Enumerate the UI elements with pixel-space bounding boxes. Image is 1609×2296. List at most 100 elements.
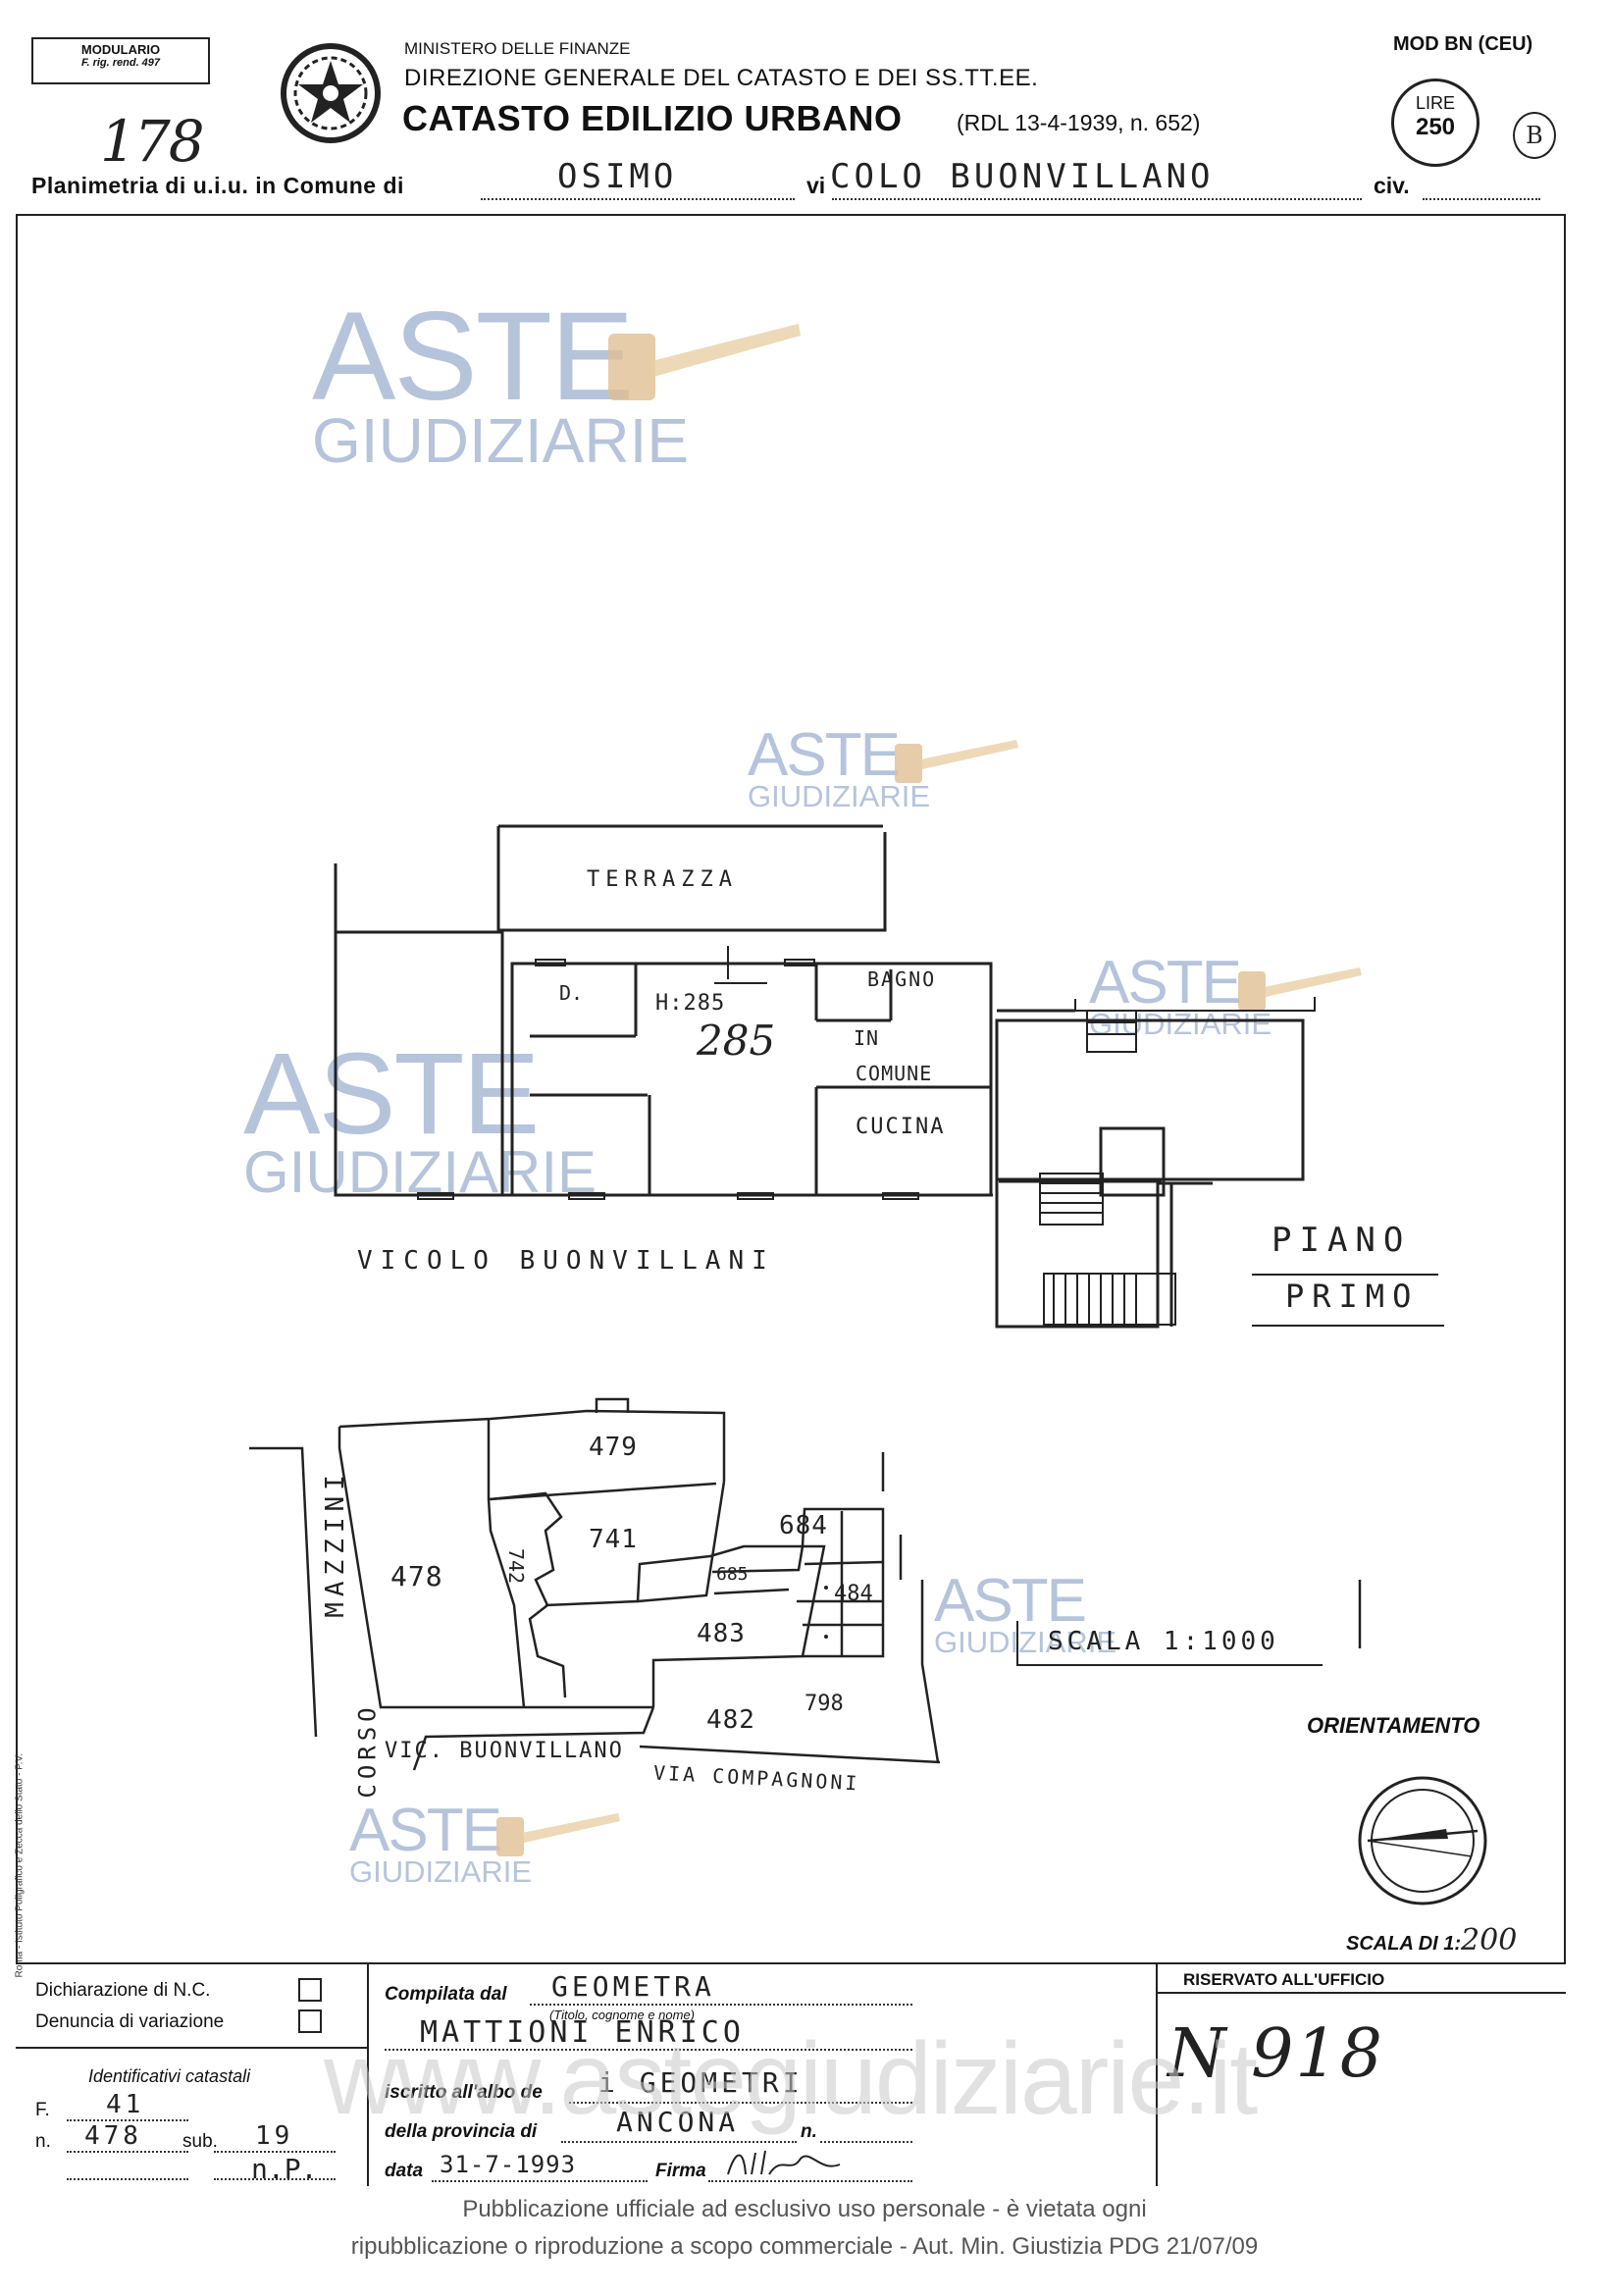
cadastral-map (249, 1397, 1362, 1771)
watermark-aste: ASTE (243, 1029, 540, 1159)
watermark-giudiziarie: GIUDIZIARIE (243, 1139, 597, 1206)
sub-line (214, 2151, 336, 2153)
parcel-685: 685 (716, 1564, 749, 1585)
floor-plan (334, 824, 1316, 1329)
parcel-483: 483 (697, 1619, 746, 1648)
drawing-scale-prefix: SCALA DI 1: (1346, 1933, 1462, 1955)
form-divider-2 (1156, 1962, 1158, 2186)
compilata-line (530, 2004, 912, 2006)
riservato-label: RISERVATO ALL'UFFICIO (1183, 1970, 1385, 1989)
data-line (432, 2180, 648, 2182)
iscritto-label: iscritto all'albo de (385, 2082, 543, 2103)
lire-stamp: LIRE 250 (1391, 78, 1479, 167)
modulario-box: MODULARIO F. rig. rend. 497 (31, 37, 210, 84)
data-label: data (385, 2161, 424, 2181)
lire-value: 250 (1415, 114, 1456, 140)
watermark-giudiziarie: GIUDIZIARIE (312, 405, 690, 477)
primo-label: PRIMO (1285, 1278, 1420, 1315)
dichiarazione-label: Dichiarazione di N.C. (35, 1980, 211, 2001)
republic-emblem-icon (281, 43, 381, 143)
provincia-value: ANCONA (616, 2106, 740, 2138)
footer-line-2: ripubblicazione o riproduzione a scopo c… (350, 2233, 1259, 2260)
parcel-484: 484 (834, 1582, 873, 1606)
neighbor-wall (334, 863, 512, 1197)
n-line (67, 2151, 188, 2153)
street-label: VICOLO BUONVILLANI (357, 1246, 775, 1276)
civ-line (1423, 198, 1540, 200)
gavel-icon (895, 740, 1018, 783)
compilata-label: Compilata dal (385, 1984, 507, 2005)
map-scale-box: SCALA 1:1000 (1016, 1621, 1323, 1666)
denuncia-label: Denuncia di variazione (35, 2011, 225, 2032)
dichiarazione-checkbox[interactable] (298, 1978, 322, 2002)
provincia-line (561, 2141, 797, 2143)
watermark-mid: ASTE GIUDIZIARIE (748, 725, 930, 811)
extra-handwritten: n.P. (251, 2153, 318, 2185)
n-label: n. (35, 2131, 51, 2152)
watermark-left: ASTE GIUDIZIARIE (243, 1029, 597, 1206)
f-line (67, 2119, 188, 2121)
in-comune-label-1: IN (854, 1026, 880, 1050)
data-value: 31-7-1993 (440, 2151, 577, 2178)
form-divider-1 (367, 1962, 369, 2186)
watermark-aste: ASTE (934, 1567, 1087, 1635)
parcel-482: 482 (706, 1705, 755, 1735)
sub-value: 19 (255, 2121, 294, 2151)
via-value: COLO BUONVILLANO (830, 157, 1215, 196)
terrazza-outline (496, 826, 887, 932)
comune-line (481, 198, 795, 200)
n-albo-label: n. (801, 2121, 817, 2142)
firma-label: Firma (655, 2161, 706, 2181)
orientation-label: ORIENTAMENTO (1307, 1713, 1480, 1738)
parcel-798: 798 (804, 1692, 844, 1716)
n-albo-line (820, 2141, 912, 2143)
f-label: F. (35, 2100, 50, 2120)
watermark-aste: ASTE (349, 1797, 502, 1864)
piano-label: PIANO (1272, 1221, 1412, 1260)
iscritto-value: i GEOMETRI (598, 2066, 804, 2099)
extra-line-2 (214, 2178, 336, 2180)
drawing-scale-value: 200 (1461, 1923, 1518, 1957)
bagno-label: BAGNO (867, 967, 937, 991)
planimetria-label: Planimetria di u.i.u. in Comune di (31, 173, 404, 198)
mod-label: MOD BN (CEU) (1393, 33, 1533, 55)
comune-value: OSIMO (557, 157, 678, 196)
via-line (832, 198, 1362, 200)
drawing-scale-label: SCALA DI 1:200 (1346, 1923, 1517, 1957)
direction: DIREZIONE GENERALE DEL CATASTO E DEI SS.… (404, 65, 1039, 91)
sub-label: sub. (182, 2131, 218, 2152)
circled-letter-text: B (1526, 122, 1543, 149)
footer-line-1: Pubblicazione ufficiale ad esclusivo uso… (462, 2196, 1147, 2222)
nome-value: MATTIONI ENRICO (420, 2015, 745, 2050)
document-title: CATASTO EDILIZIO URBANO (402, 98, 903, 138)
form-divider-3 (16, 2047, 367, 2049)
street-mazzini: MAZZINI (320, 1469, 350, 1618)
denuncia-checkbox[interactable] (298, 2009, 322, 2033)
parcel-684: 684 (779, 1511, 828, 1540)
primo-underline (1252, 1325, 1444, 1327)
piano-underline (1252, 1274, 1438, 1276)
riservato-handwritten: N 918 (1168, 2015, 1384, 2093)
identificativi-label: Identificativi catastali (88, 2066, 251, 2086)
firma-line (708, 2180, 912, 2182)
parcel-479: 479 (589, 1433, 638, 1462)
watermark-aste: ASTE (1089, 949, 1242, 1017)
d-label: D. (559, 981, 584, 1005)
watermark-giudiziarie: GIUDIZIARIE (349, 1853, 533, 1889)
ministry: MINISTERO DELLE FINANZE (404, 39, 631, 58)
common-area-outline (995, 1020, 1213, 1329)
watermark-bottom: ASTE GIUDIZIARIE (349, 1797, 533, 1889)
watermark-map: ASTE GIUDIZIARIE (934, 1567, 1116, 1657)
circled-letter: B (1513, 112, 1556, 159)
law-reference: (RDL 13-4-1939, n. 652) (957, 110, 1201, 135)
titolo-note: (Titolo, cognome e nome) (549, 2008, 696, 2022)
modulario-label: MODULARIO (80, 42, 161, 57)
lire-label: LIRE (1415, 93, 1456, 113)
signature-icon (727, 2150, 841, 2175)
gavel-icon (1238, 967, 1362, 1011)
handwritten-number: 178 (100, 108, 205, 175)
gavel-icon (608, 324, 801, 400)
site-watermark: www.astegiudiziarie.it (324, 2022, 1258, 2136)
height-handwritten: 285 (697, 1017, 776, 1065)
form-divider-4 (1156, 1992, 1566, 1994)
